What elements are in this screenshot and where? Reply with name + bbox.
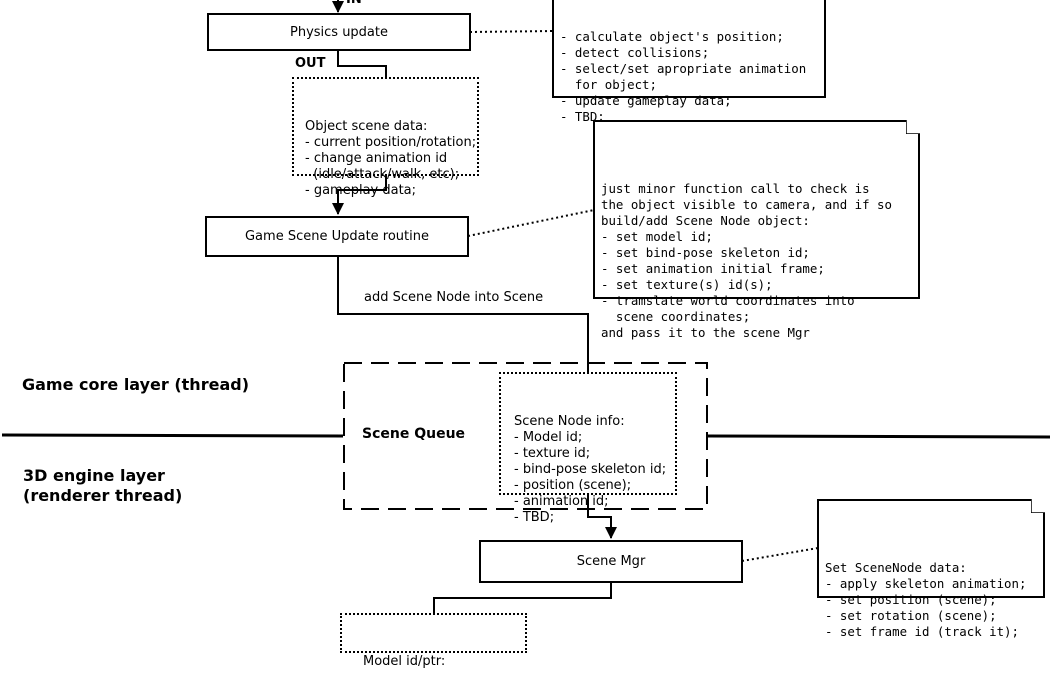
- scene-update-note: just minor function call to check is the…: [593, 120, 920, 340]
- object-scene-data-text: Object scene data: - current position/ro…: [305, 119, 477, 198]
- scene-mgr-note-text: Set SceneNode data: - apply skeleton ani…: [825, 560, 1027, 639]
- game-core-layer-label: Game core layer (thread): [22, 375, 249, 394]
- scene-mgr-to-model: [433, 582, 612, 614]
- game-scene-update-label: Game Scene Update routine: [244, 229, 429, 244]
- physics-note-text: - calculate object's position; - detect …: [560, 29, 807, 124]
- model-id-text: Model id/ptr:: [363, 654, 446, 669]
- game-scene-update-box: Game Scene Update routine: [205, 216, 469, 257]
- object-scene-data-box: Object scene data: - current position/ro…: [292, 77, 479, 198]
- scene-node-info-box: Scene Node info: - Model id; - texture i…: [499, 372, 677, 525]
- in-label: IN: [346, 0, 362, 7]
- engine-layer-label: 3D engine layer (renderer thread): [23, 466, 183, 505]
- scene-node-info-text: Scene Node info: - Model id; - texture i…: [514, 414, 667, 525]
- connector-lines: [1, 0, 1051, 614]
- scene-queue-label: Scene Queue: [362, 426, 466, 442]
- scene-update-note-text: just minor function call to check is the…: [601, 181, 892, 340]
- physics-to-object-data: [337, 51, 387, 78]
- scene-queue-container: [343, 362, 708, 510]
- object-data-to-scene-update: [332, 175, 387, 215]
- scene-mgr-note: Set SceneNode data: - apply skeleton ani…: [817, 499, 1045, 639]
- physics-note-connector: [469, 30, 554, 33]
- note-fold-icon: [1031, 499, 1045, 513]
- layer-divider-left: [1, 433, 344, 438]
- node-info-to-scene-mgr: [587, 495, 617, 539]
- layer-divider-right: [706, 434, 1051, 439]
- model-id-box: Model id/ptr:: [340, 613, 527, 669]
- physics-update-label: Physics update: [289, 24, 388, 40]
- physics-note: - calculate object's position; - detect …: [552, 0, 826, 124]
- out-label: OUT: [295, 56, 326, 71]
- scene-update-note-connector: [467, 209, 595, 237]
- note-fold-icon: [906, 120, 920, 134]
- add-scene-node-label: add Scene Node into Scene: [364, 290, 544, 305]
- scene-mgr-note-connector: [741, 547, 819, 562]
- scene-update-to-queue: [337, 256, 589, 372]
- physics-update-box: Physics update: [207, 13, 471, 51]
- scene-mgr-label: Scene Mgr: [576, 554, 646, 569]
- scene-mgr-box: Scene Mgr: [479, 540, 743, 583]
